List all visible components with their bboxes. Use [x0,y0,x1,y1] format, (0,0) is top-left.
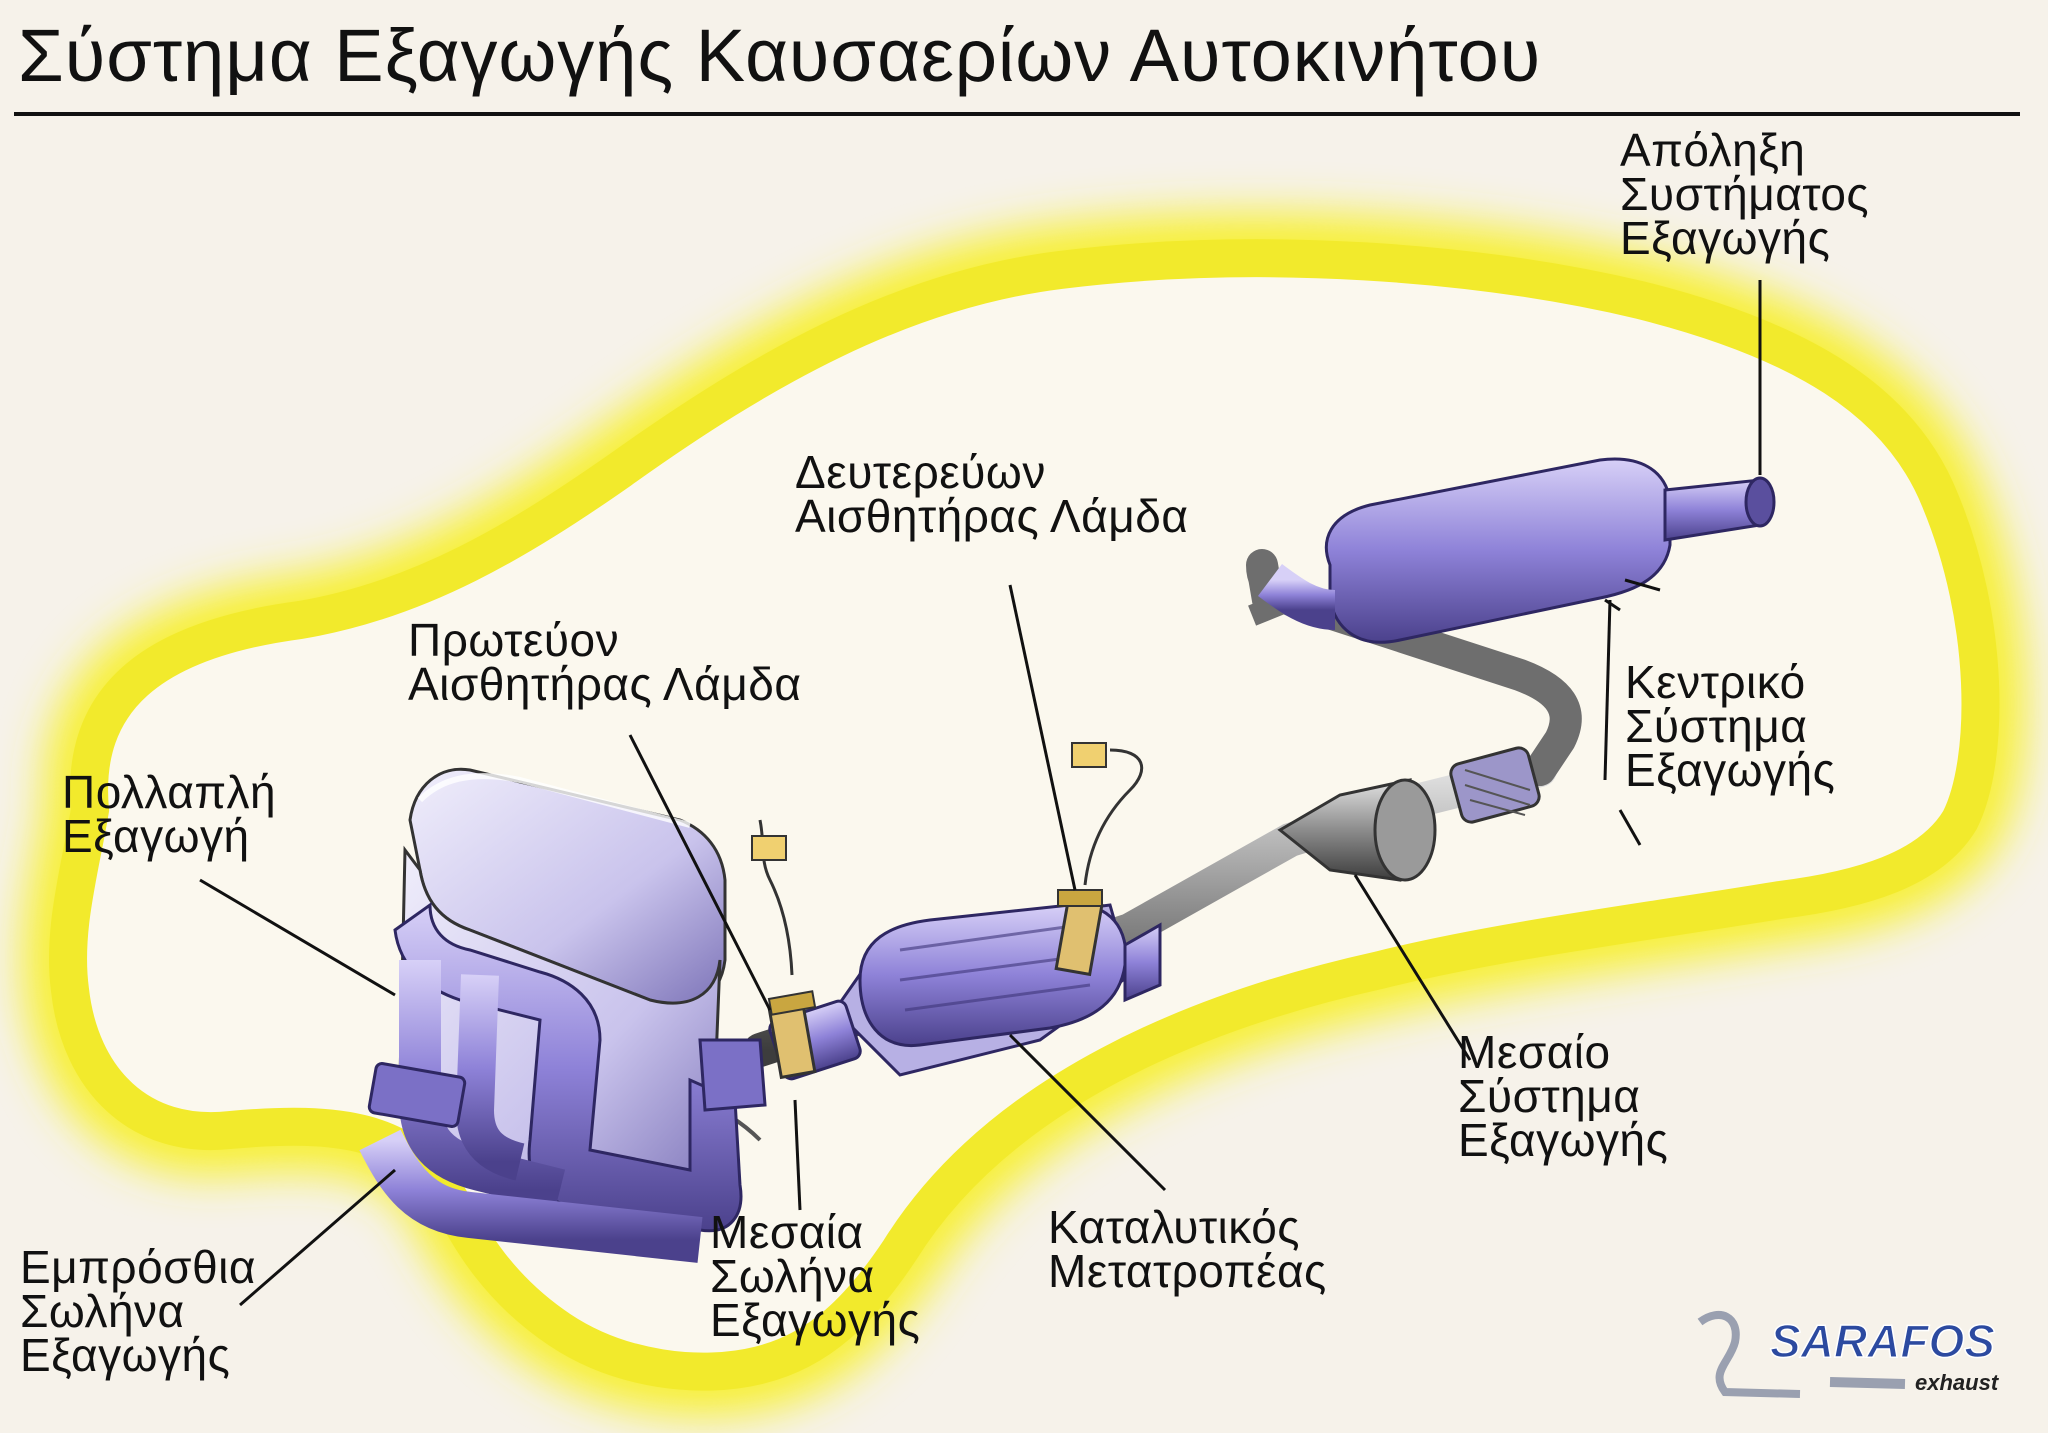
catalytic-converter-icon [833,903,1162,1077]
central-system-leader [1624,578,1661,592]
brand-name: SARAFOS [1770,1315,1995,1367]
muffler-icon [1258,457,1776,644]
lambda-sensor-icon [1054,742,1144,977]
brand-sub: exhaust [1915,1370,2000,1395]
label-manifold: Πολλαπλή Εξαγωγή [62,766,277,862]
label-tailpipe: Απόληξη Συστήματος Εξαγωγής [1620,124,1870,264]
title-underline [14,112,2020,116]
label-central-system: Κεντρικό Σύστημα Εξαγωγής [1625,656,1836,796]
page-title: Σύστημα Εξαγωγής Καυσαερίων Αυτοκινήτου [18,14,1542,97]
label-front-pipe: Εμπρόσθια Σωλήνα Εξαγωγής [20,1241,256,1381]
label-middle-pipe: Μεσαία Σωλήνα Εξαγωγής [710,1206,921,1346]
leader-lines [199,280,1762,1307]
brand-logo: SARAFOS exhaust [1697,1310,2000,1398]
exhaust-manifold [359,902,767,1263]
label-primary-lambda: Πρωτεύον Αισθητήρας Λάμδα [408,614,802,710]
middle-exhaust-cone [1277,778,1437,882]
label-catalytic-converter: Καταλυτικός Μετατροπέας [1048,1201,1327,1297]
label-secondary-lambda: Δευτερεύων Αισθητήρας Λάμδα [795,446,1189,542]
label-middle-system: Μεσαίο Σύστημα Εξαγωγής [1458,1026,1669,1166]
flex-joint [1449,746,1541,824]
lambda-sensor-icon [751,819,817,1080]
